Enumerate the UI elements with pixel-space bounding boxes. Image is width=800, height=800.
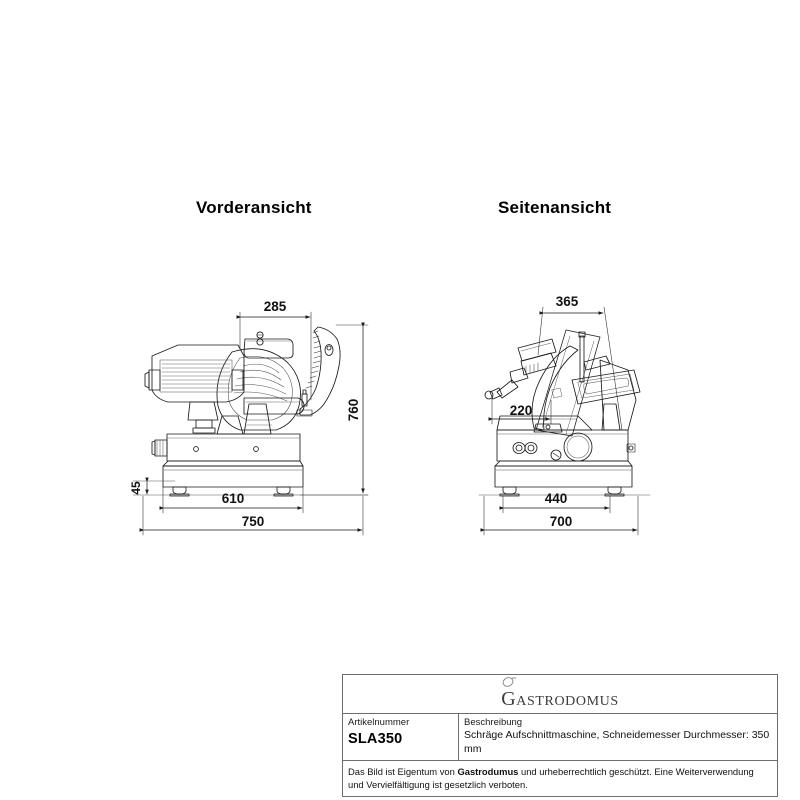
description-label: Beschreibung bbox=[464, 717, 523, 728]
front-view-machine bbox=[144, 326, 341, 497]
brand-logo: Gastrodomus bbox=[501, 677, 619, 710]
side-view-dimensions bbox=[478, 306, 651, 536]
front-view-title: Vorderansicht bbox=[196, 198, 312, 217]
copyright-part2: und urheberrechtlich geschützt. Eine Wei… bbox=[348, 766, 754, 790]
dimension-label-750: 750 bbox=[242, 514, 265, 529]
copyright-text: Das Bild ist Eigentum von Gastrodumus un… bbox=[348, 765, 771, 791]
copyright-owner: Gastrodumus bbox=[457, 766, 519, 777]
dimension-label-45: 45 bbox=[129, 481, 143, 495]
description-cell: Beschreibung Schräge Aufschnittmaschine,… bbox=[459, 714, 777, 760]
dimension-label-610: 610 bbox=[222, 491, 245, 506]
dimension-label-760: 760 bbox=[346, 399, 361, 422]
info-table: Gastrodomus Artikelnummer SLA350 Beschre… bbox=[342, 674, 778, 797]
article-number-cell: Artikelnummer SLA350 bbox=[343, 714, 459, 760]
logo-row: Gastrodomus bbox=[343, 675, 777, 714]
front-view-dimensions bbox=[132, 311, 369, 536]
side-view-machine bbox=[484, 329, 641, 497]
dimension-label-285: 285 bbox=[264, 299, 287, 314]
article-number-value: SLA350 bbox=[348, 731, 403, 747]
dimension-label-700: 700 bbox=[550, 514, 573, 529]
article-description-row: Artikelnummer SLA350 Beschreibung Schräg… bbox=[343, 714, 777, 761]
logo-text: Gastrodomus bbox=[501, 688, 619, 710]
side-view-title: Seitenansicht bbox=[498, 198, 612, 217]
description-value: Schräge Aufschnittmaschine, Schneidemess… bbox=[464, 729, 770, 755]
dimension-label-220: 220 bbox=[510, 403, 533, 418]
dimension-label-440: 440 bbox=[545, 491, 568, 506]
article-number-label: Artikelnummer bbox=[348, 717, 410, 728]
copyright-row: Das Bild ist Eigentum von Gastrodumus un… bbox=[343, 761, 777, 796]
dimension-label-365: 365 bbox=[556, 294, 579, 309]
logo-ornament-icon bbox=[502, 677, 517, 687]
copyright-part1: Das Bild ist Eigentum von bbox=[348, 766, 458, 777]
